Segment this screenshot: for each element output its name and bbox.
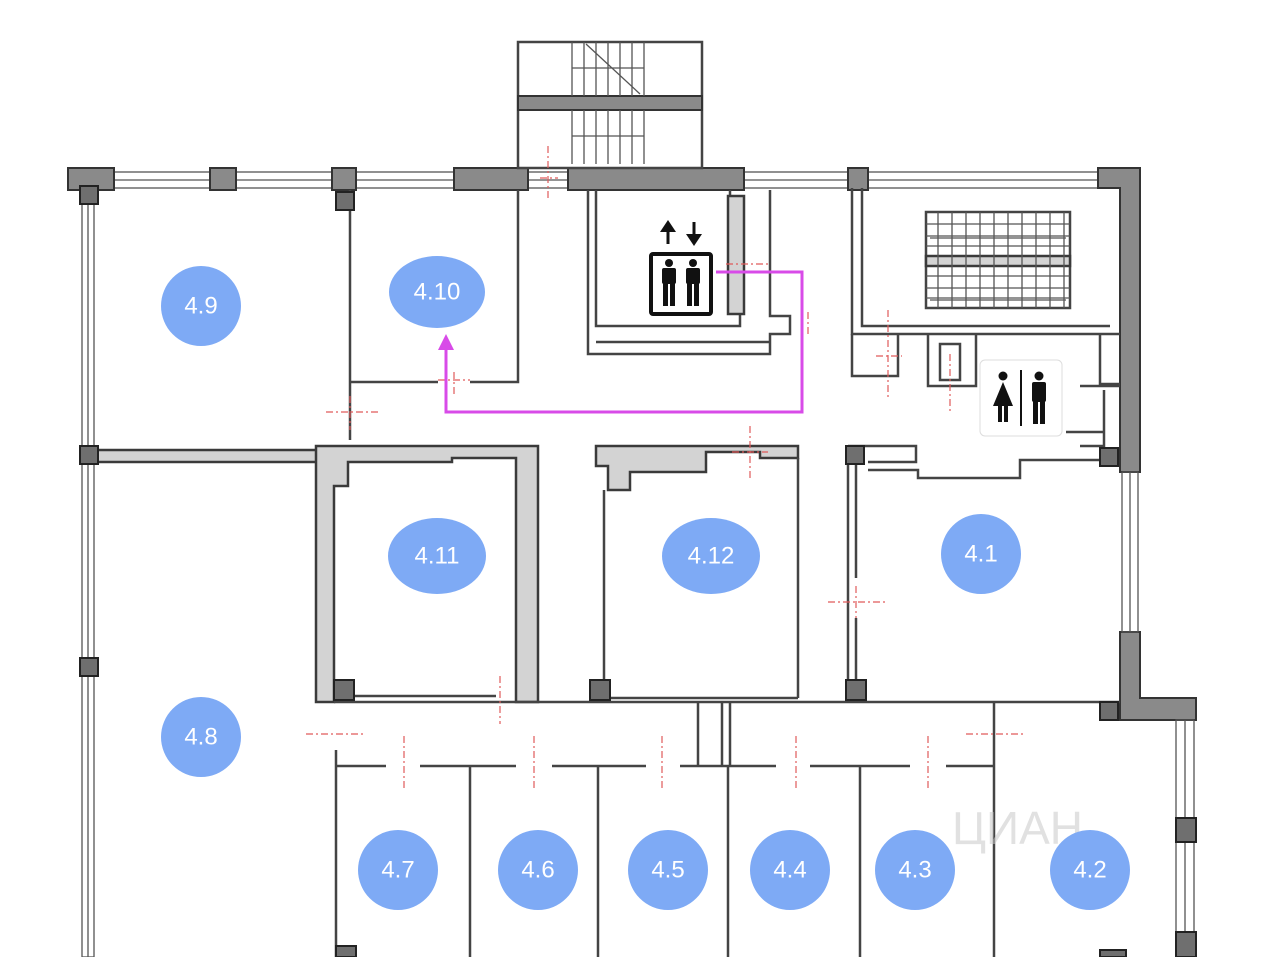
room-marker[interactable] bbox=[628, 830, 708, 910]
room-marker[interactable] bbox=[498, 830, 578, 910]
room-label: 4.9 bbox=[184, 293, 217, 320]
room-label: 4.3 bbox=[898, 857, 931, 884]
room-marker[interactable] bbox=[941, 514, 1021, 594]
room-marker[interactable] bbox=[875, 830, 955, 910]
route-line bbox=[444, 270, 804, 414]
room-label: 4.8 bbox=[184, 724, 217, 751]
columns bbox=[79, 185, 1119, 721]
facade-pier bbox=[453, 167, 529, 191]
room-marker[interactable] bbox=[161, 697, 241, 777]
facade-pier bbox=[209, 167, 237, 191]
right-wall bbox=[1097, 167, 1141, 473]
door-markers bbox=[306, 146, 1024, 790]
facade-pier bbox=[331, 167, 357, 191]
facade-pier bbox=[567, 167, 745, 191]
room-4-5[interactable]: 4.5 bbox=[628, 830, 708, 910]
room-4-4[interactable]: 4.4 bbox=[750, 830, 830, 910]
room-marker[interactable] bbox=[358, 830, 438, 910]
room-4-10[interactable]: 4.10 bbox=[389, 256, 485, 328]
room-marker[interactable] bbox=[388, 518, 486, 594]
room-label: 4.2 bbox=[1073, 857, 1106, 884]
route-path bbox=[438, 270, 804, 414]
room-label: 4.11 bbox=[415, 543, 460, 570]
stairs-icon bbox=[516, 40, 1072, 310]
room-marker[interactable] bbox=[389, 256, 485, 328]
room-4-3[interactable]: 4.3 bbox=[875, 830, 955, 910]
restroom-icon bbox=[979, 359, 1063, 437]
room-4-11[interactable]: 4.11 bbox=[388, 518, 486, 594]
room-4-8[interactable]: 4.8 bbox=[161, 697, 241, 777]
room-label: 4.6 bbox=[521, 857, 554, 884]
room-markers: 4.9 4.10 4.11 4.12 4.1 4.8 4.7 4.6 bbox=[161, 256, 1130, 910]
room-4-1[interactable]: 4.1 bbox=[941, 514, 1021, 594]
room-4-7[interactable]: 4.7 bbox=[358, 830, 438, 910]
route-arrow-icon bbox=[438, 334, 454, 350]
room-4-6[interactable]: 4.6 bbox=[498, 830, 578, 910]
room-4-9[interactable]: 4.9 bbox=[161, 266, 241, 346]
wall-49-48 bbox=[90, 448, 324, 464]
room-4-2[interactable]: 4.2 bbox=[1050, 830, 1130, 910]
facade-pier bbox=[847, 167, 869, 191]
room-label: 4.5 bbox=[651, 857, 684, 884]
elevator-icon bbox=[646, 214, 716, 318]
room-4-12[interactable]: 4.12 bbox=[662, 518, 760, 594]
room-label: 4.7 bbox=[381, 857, 414, 884]
right-wall-lower bbox=[1119, 631, 1197, 721]
room-marker[interactable] bbox=[750, 830, 830, 910]
room-label: 4.12 bbox=[688, 543, 735, 570]
room-label: 4.10 bbox=[414, 279, 461, 306]
room-marker[interactable] bbox=[662, 518, 760, 594]
room-label: 4.4 bbox=[773, 857, 806, 884]
room-marker[interactable] bbox=[161, 266, 241, 346]
room-marker[interactable] bbox=[1050, 830, 1130, 910]
room-label: 4.1 bbox=[964, 541, 997, 568]
